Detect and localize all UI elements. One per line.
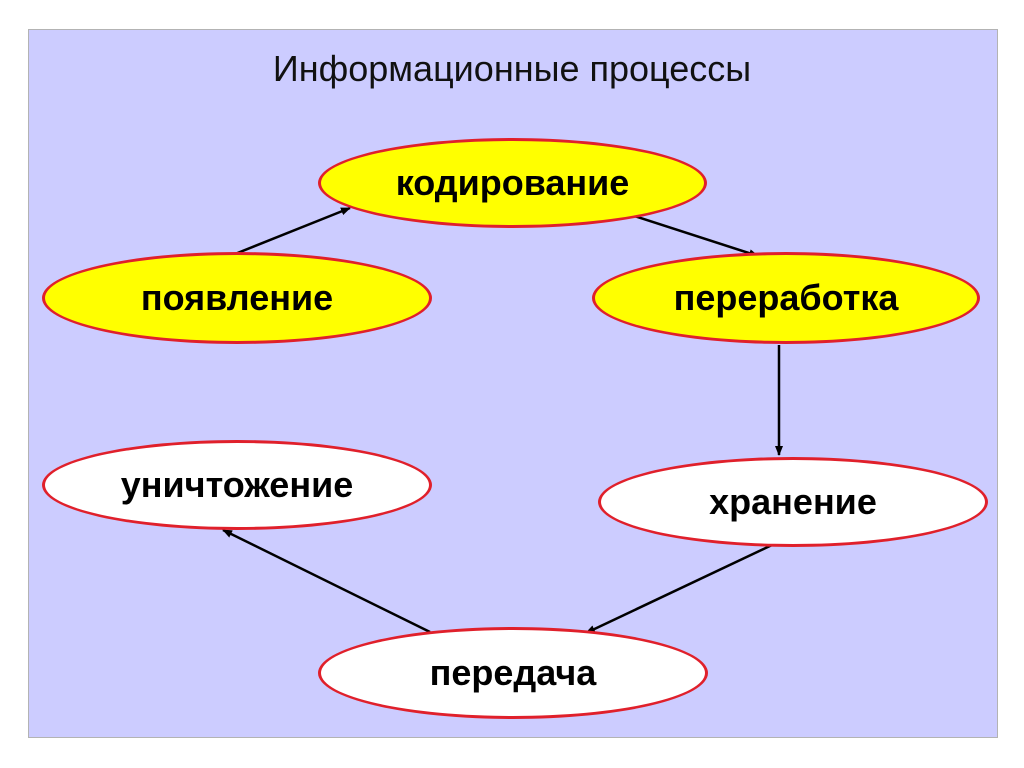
arrow-storage-to-transfer: [585, 543, 773, 635]
node-appearance-label: появление: [140, 277, 334, 318]
node-coding-label: кодирование: [395, 162, 630, 203]
arrow-coding-to-processing: [624, 211, 759, 258]
node-transfer: передача: [318, 627, 708, 719]
node-destruction-label: уничтожение: [120, 464, 354, 505]
node-storage-label: хранение: [709, 481, 877, 522]
node-transfer-label: передача: [429, 652, 597, 693]
page-title: Информационные процессы: [272, 48, 752, 89]
node-storage: хранение: [598, 457, 988, 547]
node-processing: переработка: [592, 252, 980, 344]
node-appearance: появление: [42, 252, 432, 344]
node-coding: кодирование: [318, 138, 707, 228]
node-processing-label: переработка: [673, 277, 899, 318]
arrow-appearance-to-coding: [229, 206, 351, 258]
node-destruction: уничтожение: [42, 440, 432, 530]
arrow-transfer-to-destruction: [222, 528, 431, 634]
